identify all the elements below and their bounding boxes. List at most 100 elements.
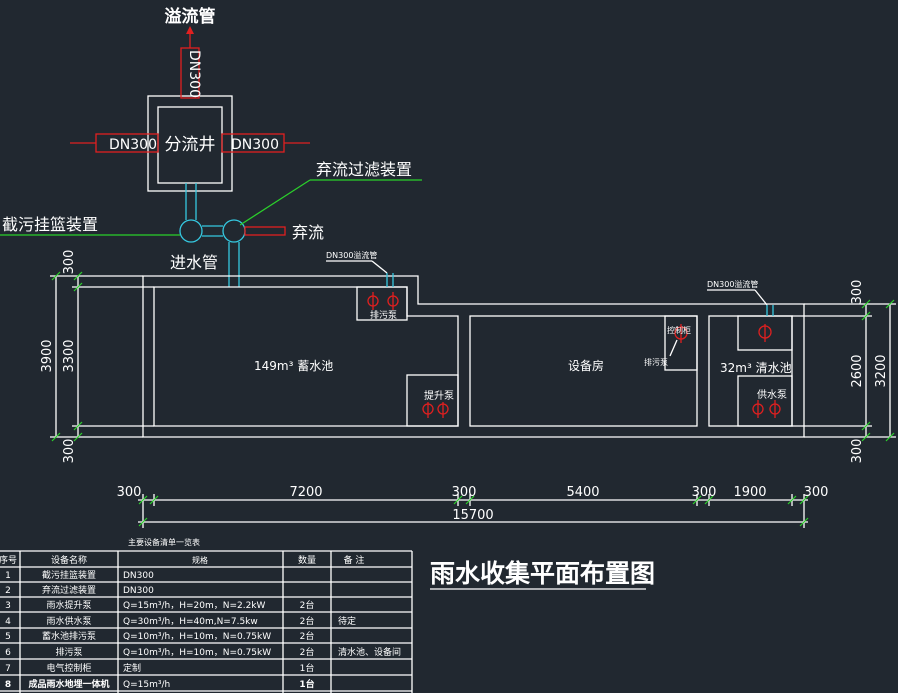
- clear-tank-pump-symbol: [758, 324, 772, 342]
- svg-text:截污挂篮装置: 截污挂篮装置: [42, 569, 96, 581]
- supply-pump-box: [737, 375, 793, 427]
- right-inner-dim-bottom: 300: [850, 439, 865, 464]
- bottom-dim-1: 300: [117, 485, 142, 500]
- dn300-overflow-right-label: DN300溢流管: [707, 279, 758, 289]
- svg-text:雨水提升泵: 雨水提升泵: [46, 599, 91, 611]
- discard-pipe: [244, 226, 286, 236]
- svg-text:待定: 待定: [338, 615, 356, 627]
- svg-text:Q=10m³/h，H=10m，N=0.75kW: Q=10m³/h，H=10m，N=0.75kW: [123, 648, 271, 658]
- table-header-name: 设备名称: [51, 554, 87, 566]
- left-outer-dim: 3900: [40, 339, 55, 372]
- plan-outline: [142, 275, 805, 438]
- equipment-table-grid: [0, 550, 413, 693]
- table-row: 6 排污泵 Q=10m³/h，H=10m，N=0.75kW 2台 清水池、设备间: [5, 646, 401, 658]
- right-inner-dim-top: 300: [850, 280, 865, 305]
- diversion-well-outer: [147, 95, 233, 192]
- lift-pump-symbols: [422, 402, 449, 418]
- supply-pump-symbols: [752, 400, 781, 418]
- sewage-pump-top-label: 排污泵: [370, 309, 397, 321]
- discard-flow-label: 弃流: [292, 223, 324, 242]
- svg-text:2: 2: [5, 586, 11, 596]
- table-header-index: 序号: [0, 554, 17, 566]
- sewage-pump-room-label: 排污泵: [644, 357, 668, 367]
- bottom-dim-7: 300: [804, 485, 829, 500]
- svg-text:2台: 2台: [300, 615, 315, 627]
- table-row: 7 电气控制柜 定制 1台: [5, 662, 314, 674]
- bottom-dim-4: 5400: [566, 485, 599, 500]
- left-dimension: [50, 271, 154, 442]
- svg-text:1台: 1台: [300, 662, 315, 674]
- lift-pump-box: [406, 374, 459, 427]
- overflow-arrow-head: [186, 26, 194, 34]
- svg-text:4: 4: [5, 617, 11, 627]
- inlet-pipe-label: 进水管: [170, 253, 218, 272]
- dn300-overflow-mid-label: DN300溢流管: [326, 250, 377, 260]
- storage-tank-label: 149m³ 蓄水池: [254, 359, 333, 373]
- control-cabinet-label: 控制柜: [667, 325, 691, 335]
- svg-text:5: 5: [5, 632, 11, 642]
- svg-text:DN300: DN300: [123, 586, 154, 596]
- basket-device-symbol: [179, 219, 203, 243]
- dn300-left-label: DN300: [109, 137, 157, 153]
- left-inner-dim-top: 300: [62, 250, 77, 275]
- table-row: 2 弃流过滤装置 DN300: [5, 584, 154, 596]
- svg-text:2台: 2台: [300, 646, 315, 658]
- table-row: 8 成品雨水地埋一体机 Q=15m³/h 1台: [5, 678, 315, 690]
- svg-text:7: 7: [5, 664, 11, 674]
- right-dimension: [792, 299, 896, 442]
- control-cabinet-symbol: [674, 324, 688, 343]
- bottom-dimension: [138, 494, 809, 528]
- svg-text:Q=15m³/h: Q=15m³/h: [123, 680, 170, 690]
- table-row: 3 雨水提升泵 Q=15m³/h，H=20m，N=2.2kW 2台: [5, 599, 314, 611]
- table-header-note: 备 注: [344, 554, 365, 566]
- table-header-spec: 规格: [192, 555, 208, 565]
- svg-text:排污泵: 排污泵: [55, 646, 82, 658]
- dn300-right-label: DN300: [231, 137, 279, 153]
- equipment-room-label: 设备房: [568, 358, 604, 373]
- table-row: 4 雨水供水泵 Q=30m³/h，H=40m,N=7.5kw 2台 待定: [5, 615, 356, 627]
- lift-pump-label: 提升泵: [424, 390, 454, 402]
- table-row: 5 蓄水池排污泵 Q=10m³/h，H=10m，N=0.75kW 2台: [5, 630, 314, 642]
- svg-text:弃流过滤装置: 弃流过滤装置: [42, 584, 96, 596]
- overflow-pipe-vertical: [180, 47, 200, 99]
- table-row: 1 截污挂篮装置 DN300: [5, 569, 154, 581]
- svg-text:1: 1: [5, 571, 11, 581]
- clear-tank-top-box: [737, 315, 793, 351]
- right-inner-dim-mid: 2600: [850, 354, 865, 387]
- svg-text:Q=30m³/h，H=40m,N=7.5kw: Q=30m³/h，H=40m,N=7.5kw: [123, 617, 258, 627]
- bottom-dim-6: 1900: [733, 485, 766, 500]
- svg-text:Q=15m³/h，H=20m，N=2.2kW: Q=15m³/h，H=20m，N=2.2kW: [123, 601, 266, 611]
- svg-text:Q=10m³/h，H=10m，N=0.75kW: Q=10m³/h，H=10m，N=0.75kW: [123, 632, 271, 642]
- svg-text:3: 3: [5, 601, 11, 611]
- left-inner-dim-bottom: 300: [62, 439, 77, 464]
- svg-text:8: 8: [5, 680, 11, 690]
- left-pipe: [95, 133, 159, 153]
- svg-text:定制: 定制: [123, 662, 141, 674]
- svg-text:成品雨水地埋一体机: 成品雨水地埋一体机: [28, 678, 109, 690]
- drawing-title: 雨水收集平面布置图: [430, 559, 655, 588]
- basket-device-label: 截污挂篮装置: [2, 215, 98, 234]
- sewage-pump-symbols: [367, 292, 399, 310]
- svg-text:电气控制柜: 电气控制柜: [46, 662, 91, 674]
- supply-pump-label: 供水泵: [757, 388, 787, 401]
- svg-text:2台: 2台: [300, 630, 315, 642]
- diversion-well-label: 分流井: [165, 135, 216, 155]
- left-inner-dim-mid: 3300: [62, 339, 77, 372]
- table-caption: 主要设备清单一览表: [128, 537, 200, 547]
- svg-text:2台: 2台: [300, 599, 315, 611]
- clear-tank-label: 32m³ 清水池: [720, 361, 792, 375]
- svg-text:蓄水池排污泵: 蓄水池排污泵: [42, 630, 96, 642]
- svg-text:6: 6: [5, 648, 11, 658]
- equipment-room-outline: [469, 315, 698, 427]
- bottom-dim-2: 7200: [289, 485, 322, 500]
- svg-text:1台: 1台: [299, 678, 314, 690]
- dn300-vertical-label: DN300: [186, 50, 202, 98]
- overflow-pipe-label: 溢流管: [165, 6, 216, 27]
- control-cabinet-box: [664, 315, 698, 371]
- table-header-qty: 数量: [298, 554, 316, 566]
- filter-device-label: 弃流过滤装置: [316, 160, 412, 179]
- svg-text:雨水供水泵: 雨水供水泵: [46, 615, 91, 627]
- bottom-dim-3: 300: [452, 485, 477, 500]
- sewage-pump-box: [356, 286, 408, 321]
